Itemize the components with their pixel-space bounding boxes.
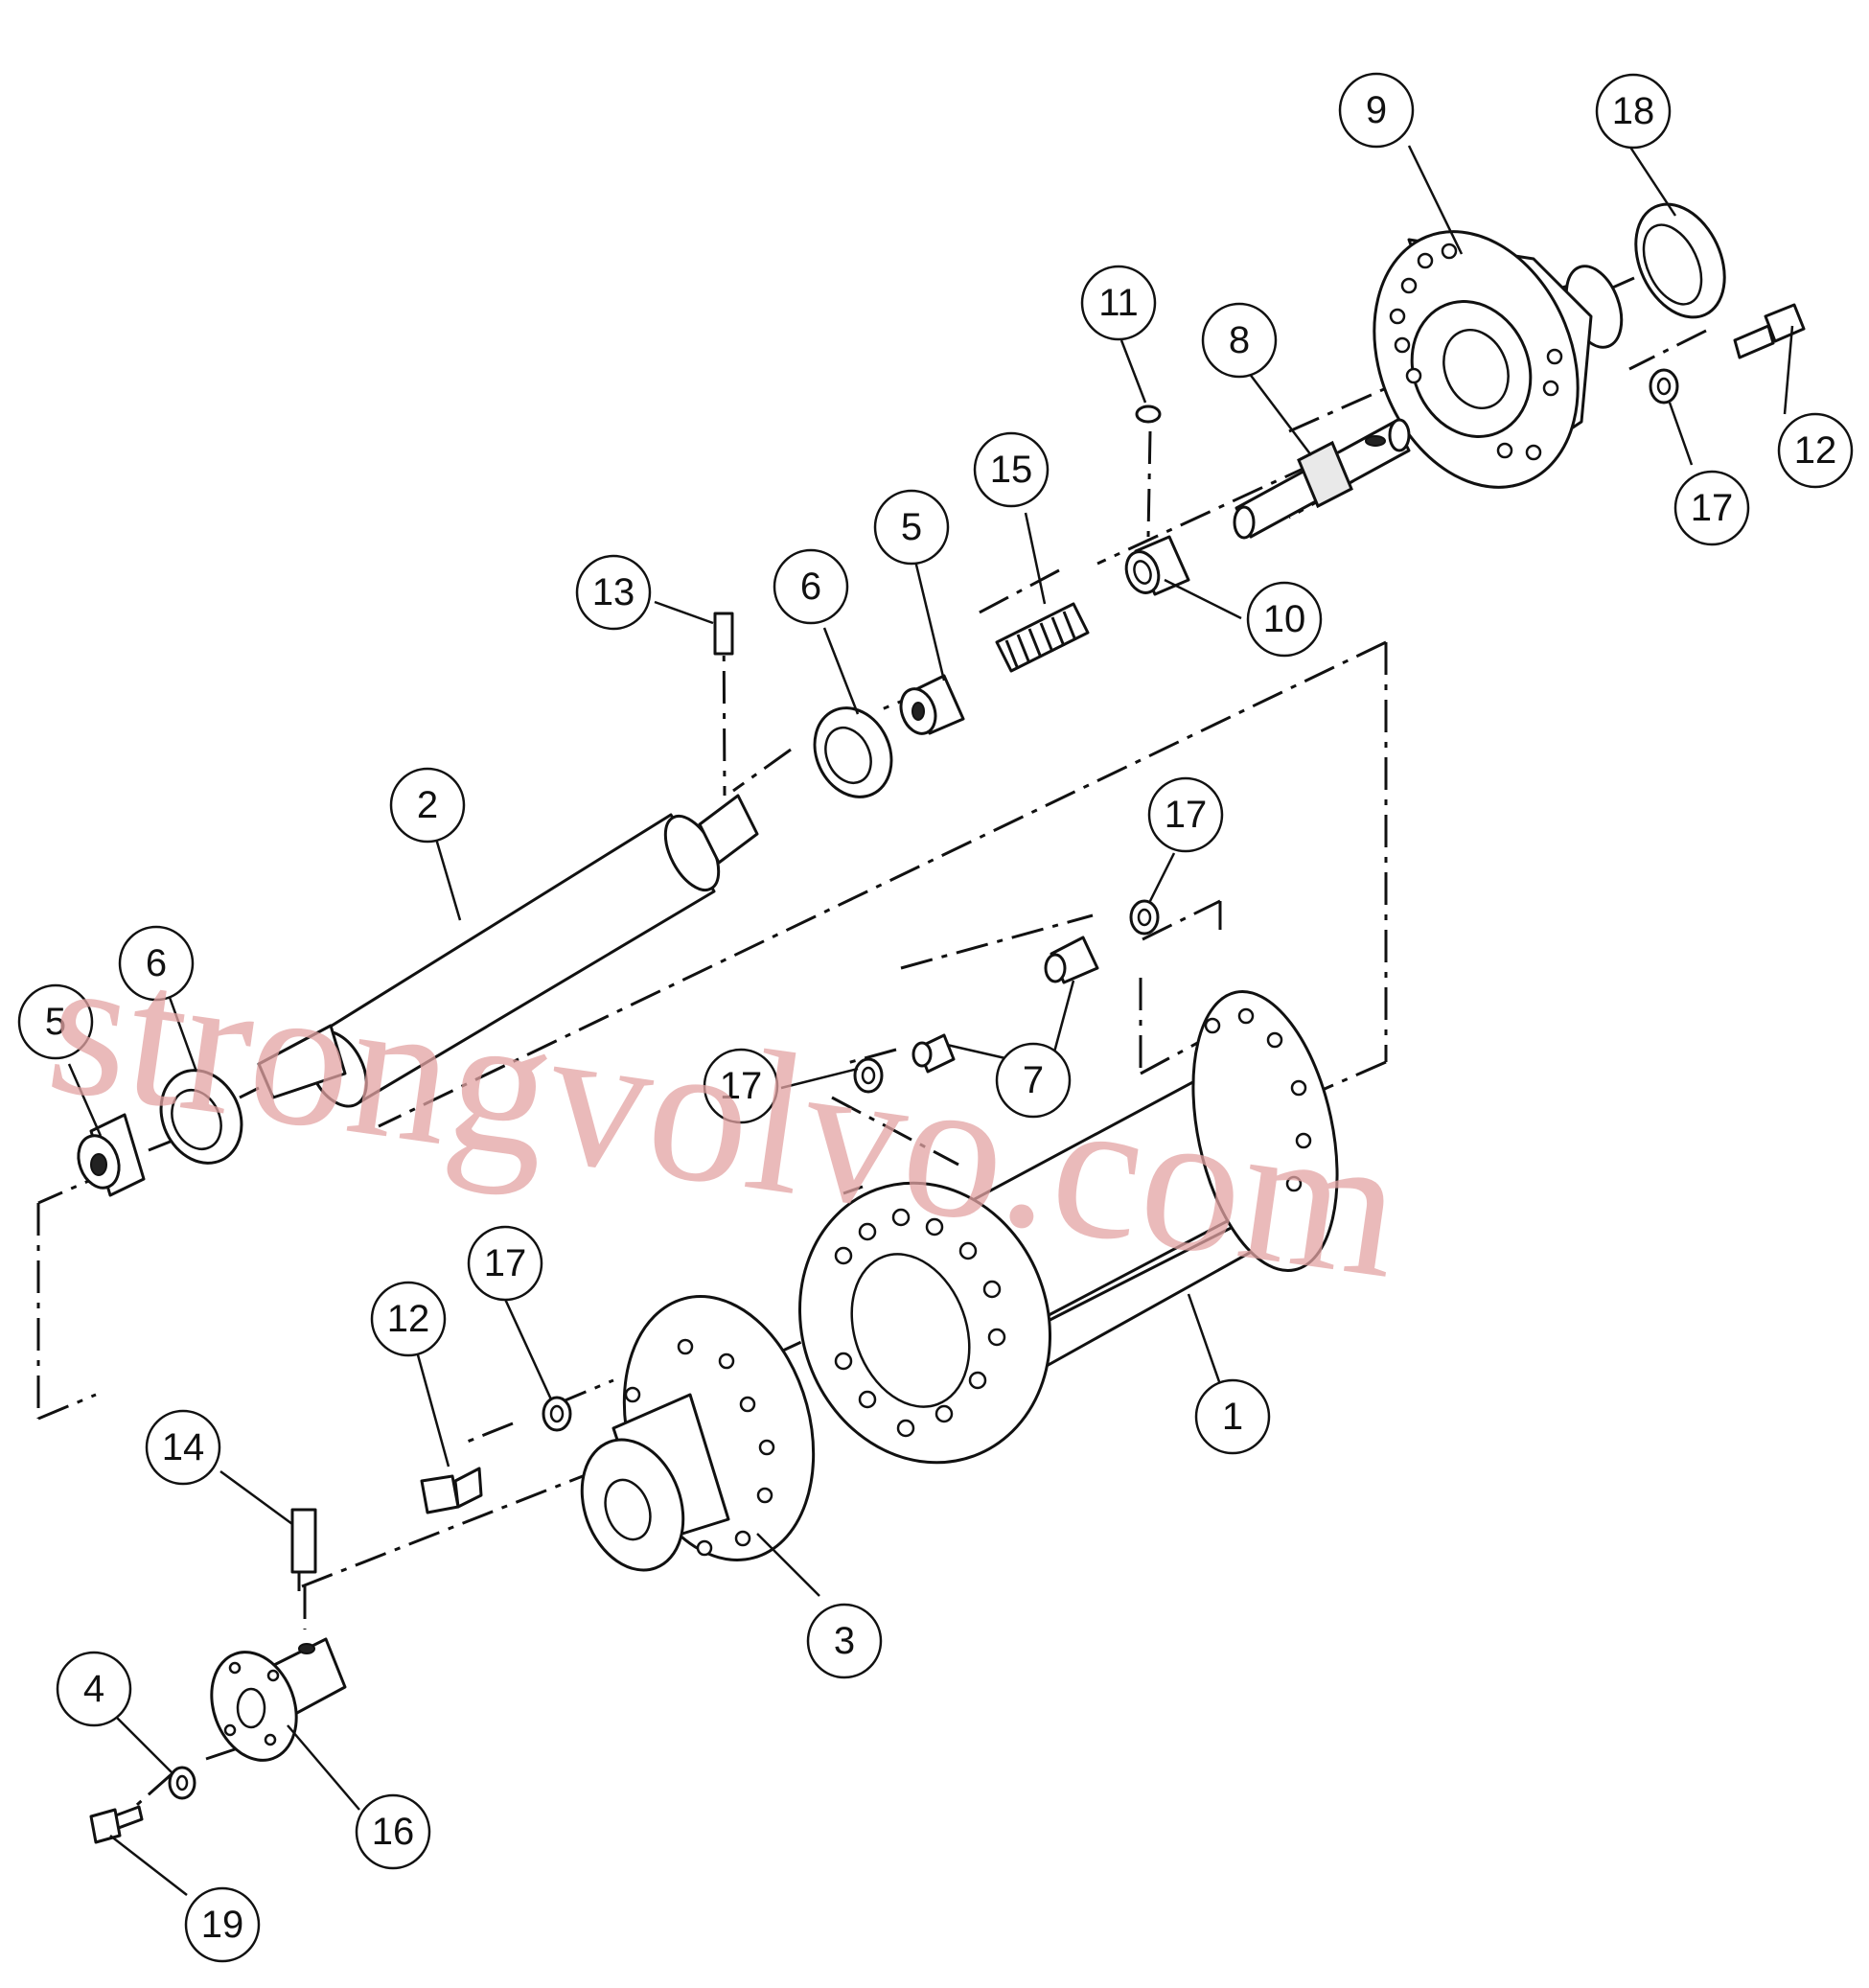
- svg-text:12: 12: [387, 1298, 430, 1340]
- part-6-seal-upper: [813, 706, 893, 798]
- svg-text:1: 1: [1222, 1396, 1243, 1438]
- part-7-nuts: [911, 936, 1099, 1074]
- svg-text:18: 18: [1612, 90, 1655, 132]
- svg-text:4: 4: [83, 1668, 104, 1710]
- svg-text:11: 11: [1098, 282, 1139, 324]
- part-13-pin: [713, 612, 734, 656]
- callout-6-upper: 6: [773, 548, 849, 625]
- part-4-washer: [168, 1766, 196, 1800]
- part-1-main-frame: [798, 990, 1339, 1465]
- part-16-flange-shaft: [210, 1637, 347, 1762]
- part-12-bolt-lower: [420, 1467, 483, 1514]
- callout-5-lower: 5: [17, 983, 94, 1060]
- callout-15: 15: [973, 431, 1050, 508]
- part-18-seal-ring: [1634, 202, 1726, 319]
- callout-14: 14: [145, 1409, 221, 1486]
- svg-text:5: 5: [45, 1001, 66, 1043]
- callout-18: 18: [1595, 73, 1672, 150]
- svg-text:5: 5: [901, 506, 922, 548]
- callout-12-lower: 12: [370, 1281, 447, 1357]
- part-17-washers: [542, 368, 1679, 1432]
- svg-text:17: 17: [1165, 794, 1208, 836]
- svg-text:17: 17: [1691, 487, 1734, 529]
- svg-text:6: 6: [800, 566, 821, 608]
- callout-6-lower: 6: [118, 925, 195, 1002]
- callout-4: 4: [56, 1651, 132, 1727]
- callout-2: 2: [389, 767, 466, 844]
- svg-text:10: 10: [1263, 598, 1306, 640]
- callout-17-left: 17: [703, 1048, 779, 1124]
- svg-text:13: 13: [592, 571, 635, 613]
- part-6-seal-lower: [159, 1069, 243, 1165]
- part-12-bolt-upper: [1733, 303, 1806, 359]
- callout-11: 11: [1080, 265, 1157, 341]
- svg-text:8: 8: [1229, 319, 1250, 361]
- part-19-bolt: [89, 1805, 144, 1844]
- callout-10: 10: [1246, 581, 1323, 658]
- callout-13: 13: [575, 554, 652, 631]
- svg-text:9: 9: [1366, 89, 1387, 131]
- svg-text:7: 7: [1023, 1059, 1044, 1101]
- part-9-flange-hub: [1373, 230, 1624, 489]
- svg-text:17: 17: [720, 1065, 763, 1107]
- callout-17-upper-right: 17: [1673, 470, 1750, 546]
- svg-text:12: 12: [1794, 429, 1837, 472]
- callout-bubbles: 9 18 11 8 12 17 15 5 10 13 6 2 17 6 5 17…: [17, 72, 1854, 1963]
- leader-lines: [67, 145, 1794, 1896]
- part-10-collar: [1124, 535, 1190, 596]
- svg-text:3: 3: [834, 1620, 855, 1662]
- callout-9: 9: [1338, 72, 1415, 149]
- svg-text:17: 17: [484, 1242, 527, 1284]
- svg-text:14: 14: [162, 1426, 205, 1468]
- svg-text:6: 6: [146, 942, 167, 984]
- part-3-flanged-hub: [580, 1295, 816, 1572]
- callout-16: 16: [355, 1793, 431, 1870]
- part-8-shaft: [1233, 418, 1411, 540]
- watermark: strongvolvo.com: [37, 912, 1414, 1321]
- callout-3: 3: [806, 1603, 883, 1679]
- part-5-bearing-lower: [77, 1113, 146, 1197]
- callout-7: 7: [995, 1042, 1072, 1119]
- svg-text:16: 16: [372, 1811, 415, 1853]
- callout-12-upper: 12: [1777, 412, 1854, 489]
- part-11-key: [1135, 405, 1162, 424]
- part-2-long-shaft: [257, 794, 759, 1108]
- callout-19: 19: [184, 1886, 261, 1963]
- svg-text:15: 15: [990, 449, 1033, 491]
- callout-1: 1: [1194, 1378, 1271, 1455]
- part-14-pin: [290, 1508, 317, 1574]
- callout-5-upper: 5: [873, 489, 950, 566]
- callout-17-mid: 17: [1147, 776, 1224, 853]
- callout-8: 8: [1201, 302, 1278, 379]
- svg-text:19: 19: [201, 1904, 244, 1946]
- svg-text:2: 2: [417, 784, 438, 826]
- part-5-bearing-upper: [899, 674, 965, 735]
- callout-17-lower: 17: [467, 1225, 543, 1302]
- part-15-spring: [995, 602, 1090, 673]
